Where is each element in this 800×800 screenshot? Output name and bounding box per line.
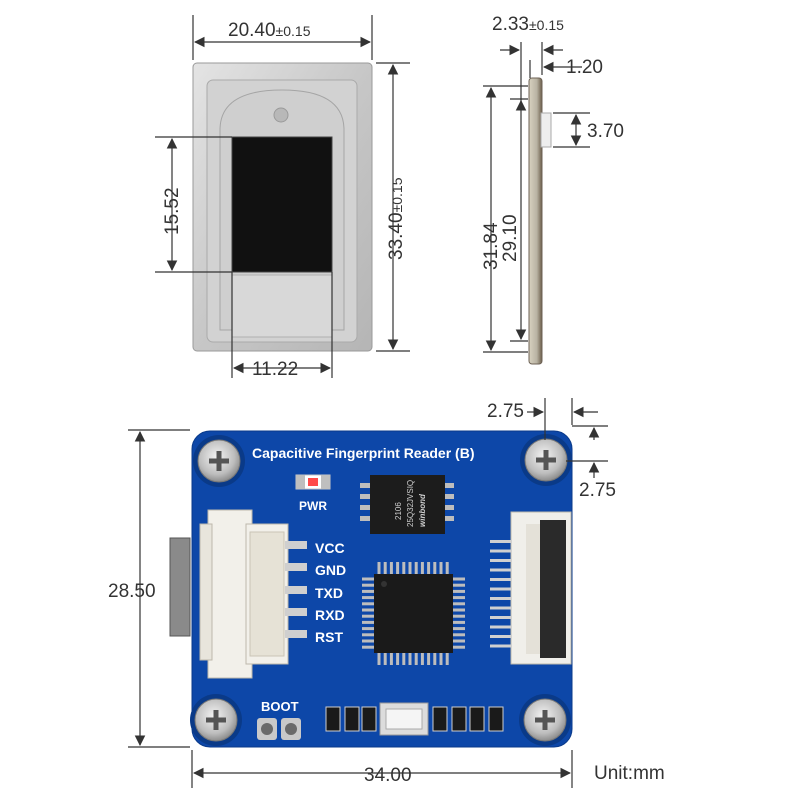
front-width-label: 20.40±0.15 bbox=[228, 20, 311, 41]
fpc-contact bbox=[490, 549, 512, 553]
fpc-contact bbox=[490, 568, 512, 572]
fpc-contact bbox=[490, 578, 512, 581]
board-title: Capacitive Fingerprint Reader (B) bbox=[252, 445, 475, 461]
sensor-side-view bbox=[528, 77, 552, 365]
side-dimensions: 2.33±0.15 1.20 3.70 31.84 29.10 bbox=[481, 14, 624, 353]
left-connector bbox=[169, 509, 289, 679]
sensor-led-dot bbox=[273, 107, 289, 123]
screw-bottom-left bbox=[190, 694, 242, 746]
flash-chip-code: 2106 bbox=[394, 502, 403, 520]
pcb-board: Capacitive Fingerprint Reader (B) PWR wi… bbox=[169, 430, 573, 748]
fpc-contact bbox=[490, 616, 512, 619]
side-connector bbox=[540, 112, 552, 148]
screw-top-left bbox=[193, 435, 245, 487]
side-height-outer-label: 31.84 bbox=[481, 222, 502, 270]
crystal bbox=[379, 702, 429, 736]
sensor-window bbox=[231, 136, 333, 273]
fpc-contact bbox=[490, 559, 512, 562]
fpc-connector bbox=[490, 511, 572, 665]
plate-thickness-label: 1.20 bbox=[566, 57, 603, 78]
fpc-contact bbox=[490, 587, 512, 591]
fpc-contact bbox=[490, 540, 512, 543]
pwr-led bbox=[295, 474, 331, 490]
sensor-front-view bbox=[192, 62, 373, 352]
flash-chip-part: 25Q32JVSIQ bbox=[406, 480, 415, 527]
pin-label-rst: RST bbox=[315, 629, 343, 645]
sensor-bottom-area bbox=[231, 274, 333, 338]
pin-label-vcc: VCC bbox=[315, 540, 345, 556]
pin-label-rxd: RXD bbox=[315, 607, 345, 623]
hole-offset-y-label: 2.75 bbox=[579, 480, 616, 501]
flash-chip: winbond 25Q32JVSIQ 2106 bbox=[360, 475, 454, 534]
pin-label-gnd: GND bbox=[315, 562, 346, 578]
screw-top-right bbox=[520, 434, 572, 486]
unit-label: Unit:mm bbox=[594, 763, 665, 784]
board-height-label: 28.50 bbox=[108, 581, 156, 602]
pin-labels: VCC GND TXD RXD RST bbox=[315, 540, 346, 645]
side-thickness-label: 2.33±0.15 bbox=[492, 14, 564, 35]
side-body bbox=[528, 77, 543, 365]
flash-chip-brand: winbond bbox=[418, 493, 427, 527]
window-height-label: 15.52 bbox=[162, 187, 183, 235]
pwr-label: PWR bbox=[299, 499, 327, 513]
mcu-chip bbox=[362, 562, 465, 665]
screw-bottom-right bbox=[519, 694, 571, 746]
hole-offset-x-label: 2.75 bbox=[487, 401, 524, 422]
front-height-label: 33.40±0.15 bbox=[386, 177, 407, 260]
connector-height-label: 3.70 bbox=[587, 121, 624, 142]
side-height-inner-label: 29.10 bbox=[500, 214, 521, 262]
boot-label: BOOT bbox=[261, 699, 299, 714]
pin-label-txd: TXD bbox=[315, 585, 343, 601]
fpc-contact bbox=[490, 606, 512, 610]
pin-pads bbox=[285, 541, 307, 638]
window-width-label: 11.22 bbox=[252, 359, 298, 380]
fpc-contact bbox=[490, 635, 512, 638]
board-width-label: 34.00 bbox=[364, 765, 412, 786]
smd-components bbox=[325, 706, 504, 732]
fpc-contact bbox=[490, 644, 512, 648]
boot-pads bbox=[257, 718, 301, 740]
fpc-contact bbox=[490, 625, 512, 629]
board-dimensions: 28.50 34.00 Unit:mm 2.75 2.75 bbox=[108, 398, 665, 788]
front-dimensions: 20.40±0.15 33.40±0.15 15.52 11.22 bbox=[155, 15, 410, 380]
fpc-contact bbox=[490, 597, 512, 600]
